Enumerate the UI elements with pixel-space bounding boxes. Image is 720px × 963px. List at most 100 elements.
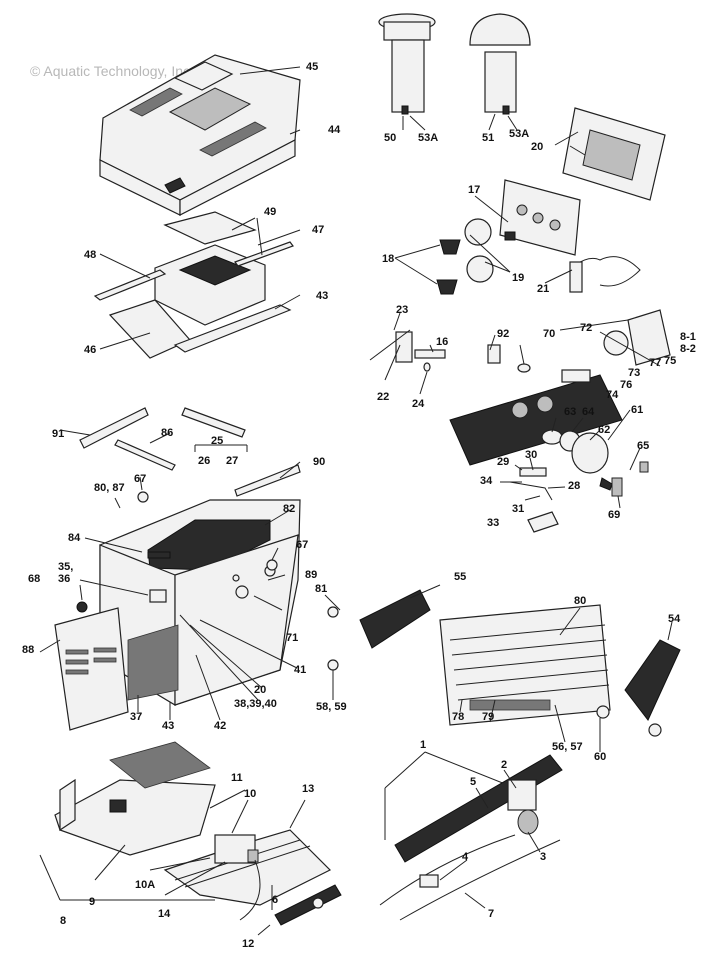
callout-label: 67 <box>134 473 146 485</box>
callout-label: 53A <box>509 128 529 140</box>
callout-label: 30 <box>525 449 537 461</box>
callout-label: 71 <box>286 632 298 644</box>
callout-label: 34 <box>480 475 493 487</box>
callout-label: 84 <box>68 532 81 544</box>
callout-label: 70 <box>543 328 555 340</box>
callout-label: 3 <box>540 851 546 863</box>
callout-label: 73 <box>628 367 640 379</box>
callout-label: 8-1 <box>680 331 696 343</box>
callout-label: 36 <box>58 573 70 585</box>
callout-label: 18 <box>382 253 394 265</box>
callout-label: 48 <box>84 249 96 261</box>
callout-label: 67 <box>296 539 308 551</box>
callout-label: 20 <box>531 141 543 153</box>
callout-label: 7 <box>488 908 494 920</box>
callout-label: 12 <box>242 938 254 950</box>
callout-label: 2 <box>501 759 507 771</box>
callout-label: 47 <box>312 224 324 236</box>
callout-label: 68 <box>28 573 40 585</box>
callout-label: 53A <box>418 132 438 144</box>
callout-label: 9 <box>89 896 95 908</box>
callout-label: 56, 57 <box>552 741 583 753</box>
callout-label: 60 <box>594 751 606 763</box>
callout-label: 51 <box>482 132 494 144</box>
callout-label: 61 <box>631 404 643 416</box>
callout-label: 63 <box>564 406 576 418</box>
callout-label: 21 <box>537 283 549 295</box>
control-box-assembly <box>394 107 666 295</box>
callout-label: 13 <box>302 783 314 795</box>
callout-label: 86 <box>161 427 173 439</box>
callout-label: 88 <box>22 644 34 656</box>
callout-label: 79 <box>482 711 494 723</box>
callout-label: 8-2 <box>680 343 696 355</box>
callout-label: 81 <box>315 583 327 595</box>
callout-label: 19 <box>512 272 524 284</box>
callout-label: 91 <box>52 428 64 440</box>
blower-assembly <box>369 309 671 533</box>
callout-label: 43 <box>162 720 174 732</box>
callout-label: 49 <box>264 206 276 218</box>
callout-label: 75 <box>664 355 676 367</box>
callout-label: 50 <box>384 132 396 144</box>
callout-label: 37 <box>130 711 142 723</box>
callout-label: 42 <box>214 720 226 732</box>
callout-label: 38,39,40 <box>234 698 277 710</box>
callout-labels: 45 44 49 47 48 43 46 50 53A 51 53A 20 17… <box>22 61 696 950</box>
callout-label: 23 <box>396 304 408 316</box>
callout-label: 77 <box>649 357 661 369</box>
callout-label: 27 <box>226 455 238 467</box>
callout-label: 29 <box>497 456 509 468</box>
callout-label: 14 <box>158 908 171 920</box>
callout-label: 80, 87 <box>94 482 125 494</box>
callout-label: 35, <box>58 561 73 573</box>
callout-label: 92 <box>497 328 509 340</box>
callout-label: 16 <box>436 336 448 348</box>
copyright-watermark: © Aquatic Technology, Inc. <box>30 63 194 79</box>
callout-label: 76 <box>620 379 632 391</box>
callout-label: 26 <box>198 455 210 467</box>
main-cabinet-assembly <box>39 407 301 731</box>
callout-label: 90 <box>313 456 325 468</box>
callout-label: 89 <box>305 569 317 581</box>
callout-label: 64 <box>582 406 595 418</box>
callout-label: 33 <box>487 517 499 529</box>
callout-label: 80 <box>574 595 586 607</box>
callout-label: 24 <box>412 398 425 410</box>
callout-label: 72 <box>580 322 592 334</box>
burner-assembly <box>379 751 563 921</box>
callout-label: 4 <box>462 851 469 863</box>
callout-label: 5 <box>470 776 476 788</box>
callout-label: 11 <box>231 772 243 784</box>
callout-label: 10A <box>135 879 155 891</box>
callout-label: 82 <box>283 503 295 515</box>
callout-label: 1 <box>420 739 426 751</box>
callout-label: 74 <box>606 389 619 401</box>
inner-top-assembly <box>93 211 301 359</box>
vent-caps <box>378 13 531 131</box>
callout-label: 54 <box>668 613 681 625</box>
callout-label: 46 <box>84 344 96 356</box>
callout-label: 22 <box>377 391 389 403</box>
callout-label: 62 <box>598 424 610 436</box>
callout-label: 43 <box>316 290 328 302</box>
callout-label: 10 <box>244 788 256 800</box>
callout-label: 78 <box>452 711 464 723</box>
callout-label: 25 <box>211 435 223 447</box>
callout-label: 65 <box>637 440 649 452</box>
callout-label: 41 <box>294 664 306 676</box>
callout-label: 6 <box>272 894 278 906</box>
callout-label: 58, 59 <box>316 701 347 713</box>
callout-label: 44 <box>328 124 341 136</box>
cabinet-top-assembly <box>99 54 301 216</box>
callout-label: 20 <box>254 684 266 696</box>
callout-label: 31 <box>512 503 524 515</box>
heat-exchanger-assembly <box>324 584 681 752</box>
callout-label: 8 <box>60 915 66 927</box>
callout-label: 55 <box>454 571 466 583</box>
burner-tray-assembly <box>39 741 342 936</box>
callout-label: 17 <box>468 184 480 196</box>
callout-label: 69 <box>608 509 620 521</box>
callout-label: 28 <box>568 480 580 492</box>
